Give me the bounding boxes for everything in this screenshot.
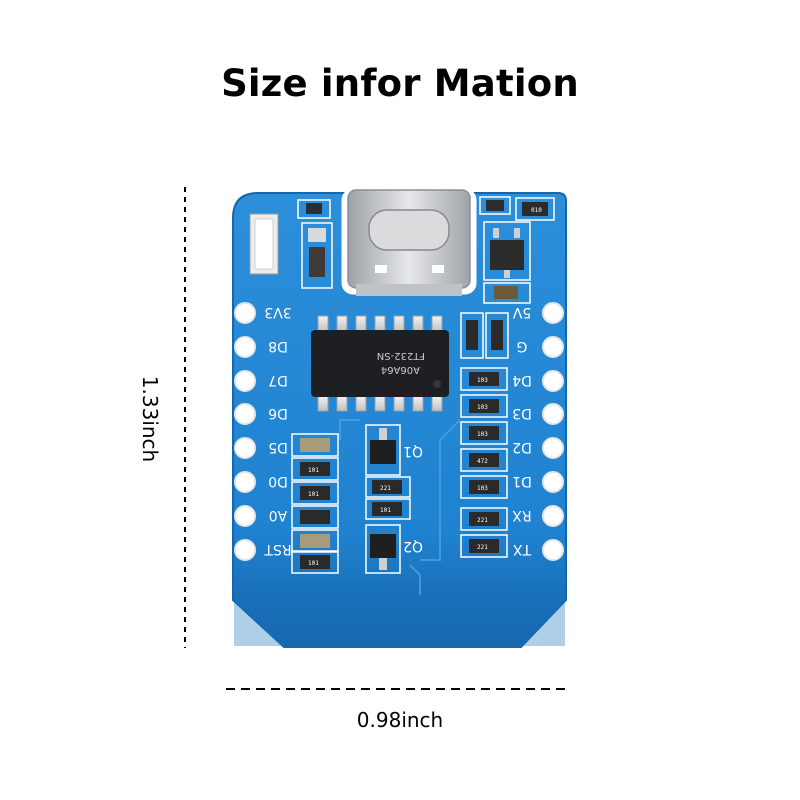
left-pin-labels: 3V3 D8 D7 D6 D5 D0 A0 RST <box>264 304 292 557</box>
pin-hole <box>234 471 256 493</box>
svg-text:101: 101 <box>308 491 319 498</box>
pin-hole <box>542 539 564 561</box>
svg-text:010: 010 <box>531 207 542 214</box>
width-dimension-label: 0.98inch <box>356 708 444 732</box>
pin-label: TX <box>513 541 533 557</box>
pin-label: A0 <box>269 507 287 523</box>
svg-text:101: 101 <box>380 507 391 514</box>
pin-label: D4 <box>512 372 532 388</box>
pin-hole <box>542 403 564 425</box>
right-pin-labels: 5V G D4 D3 D2 D1 RX TX <box>512 304 532 557</box>
pin-hole <box>234 336 256 358</box>
pin-hole <box>234 437 256 459</box>
right-pin-holes <box>542 302 564 561</box>
svg-text:Q1: Q1 <box>403 443 423 459</box>
top-components: 010 <box>297 196 555 304</box>
right-resistor-codes: 103 103 103 472 103 221 221 <box>477 377 488 551</box>
left-components <box>291 433 339 574</box>
left-pin-holes <box>234 302 256 561</box>
pin-hole <box>234 403 256 425</box>
svg-text:221: 221 <box>477 517 488 524</box>
pcb-traces <box>339 419 461 595</box>
pin-label: 3V3 <box>264 304 291 320</box>
pin-hole <box>542 505 564 527</box>
svg-text:103: 103 <box>477 404 488 411</box>
svg-text:101: 101 <box>308 467 319 474</box>
pin-label: D3 <box>512 405 532 421</box>
pin-label: RX <box>512 507 532 523</box>
pin-hole <box>234 302 256 324</box>
pin-hole <box>234 370 256 392</box>
svg-text:FT232-SN: FT232-SN <box>377 350 425 361</box>
pin-hole <box>542 437 564 459</box>
svg-text:221: 221 <box>380 485 391 492</box>
pin-label: D5 <box>268 439 288 455</box>
main-ic: A06A64 FT232-SN <box>311 315 449 412</box>
left-resistor-codes: 101 101 101 <box>308 467 319 567</box>
pin-hole <box>542 370 564 392</box>
svg-text:Q2: Q2 <box>403 538 423 554</box>
svg-text:101: 101 <box>308 560 319 567</box>
pin-hole <box>234 539 256 561</box>
pin-hole <box>542 471 564 493</box>
svg-text:472: 472 <box>477 458 488 465</box>
pin-label: RST <box>264 541 292 557</box>
svg-text:221: 221 <box>477 544 488 551</box>
pin-hole <box>542 336 564 358</box>
pin-label: D1 <box>512 473 532 489</box>
pin-label: D6 <box>268 405 288 421</box>
pin-label: D2 <box>512 439 532 455</box>
pin-hole <box>542 302 564 324</box>
pcb-board <box>232 192 567 648</box>
usb-c-connector <box>341 188 477 296</box>
middle-components: 221 101 Q1 Q2 <box>365 424 423 574</box>
pin-hole <box>234 505 256 527</box>
pin-label: D0 <box>268 473 288 489</box>
svg-text:103: 103 <box>477 377 488 384</box>
svg-text:A06A64: A06A64 <box>381 364 420 375</box>
pin-label: G <box>517 338 528 354</box>
pin-label: D7 <box>268 372 288 388</box>
pin-label: D8 <box>268 338 288 354</box>
pin-label: 5V <box>512 304 531 320</box>
svg-text:103: 103 <box>477 431 488 438</box>
right-components <box>460 312 509 558</box>
page-title: Size infor Mation <box>221 62 579 105</box>
height-dimension-label: 1.33inch <box>138 375 162 463</box>
svg-text:103: 103 <box>477 485 488 492</box>
